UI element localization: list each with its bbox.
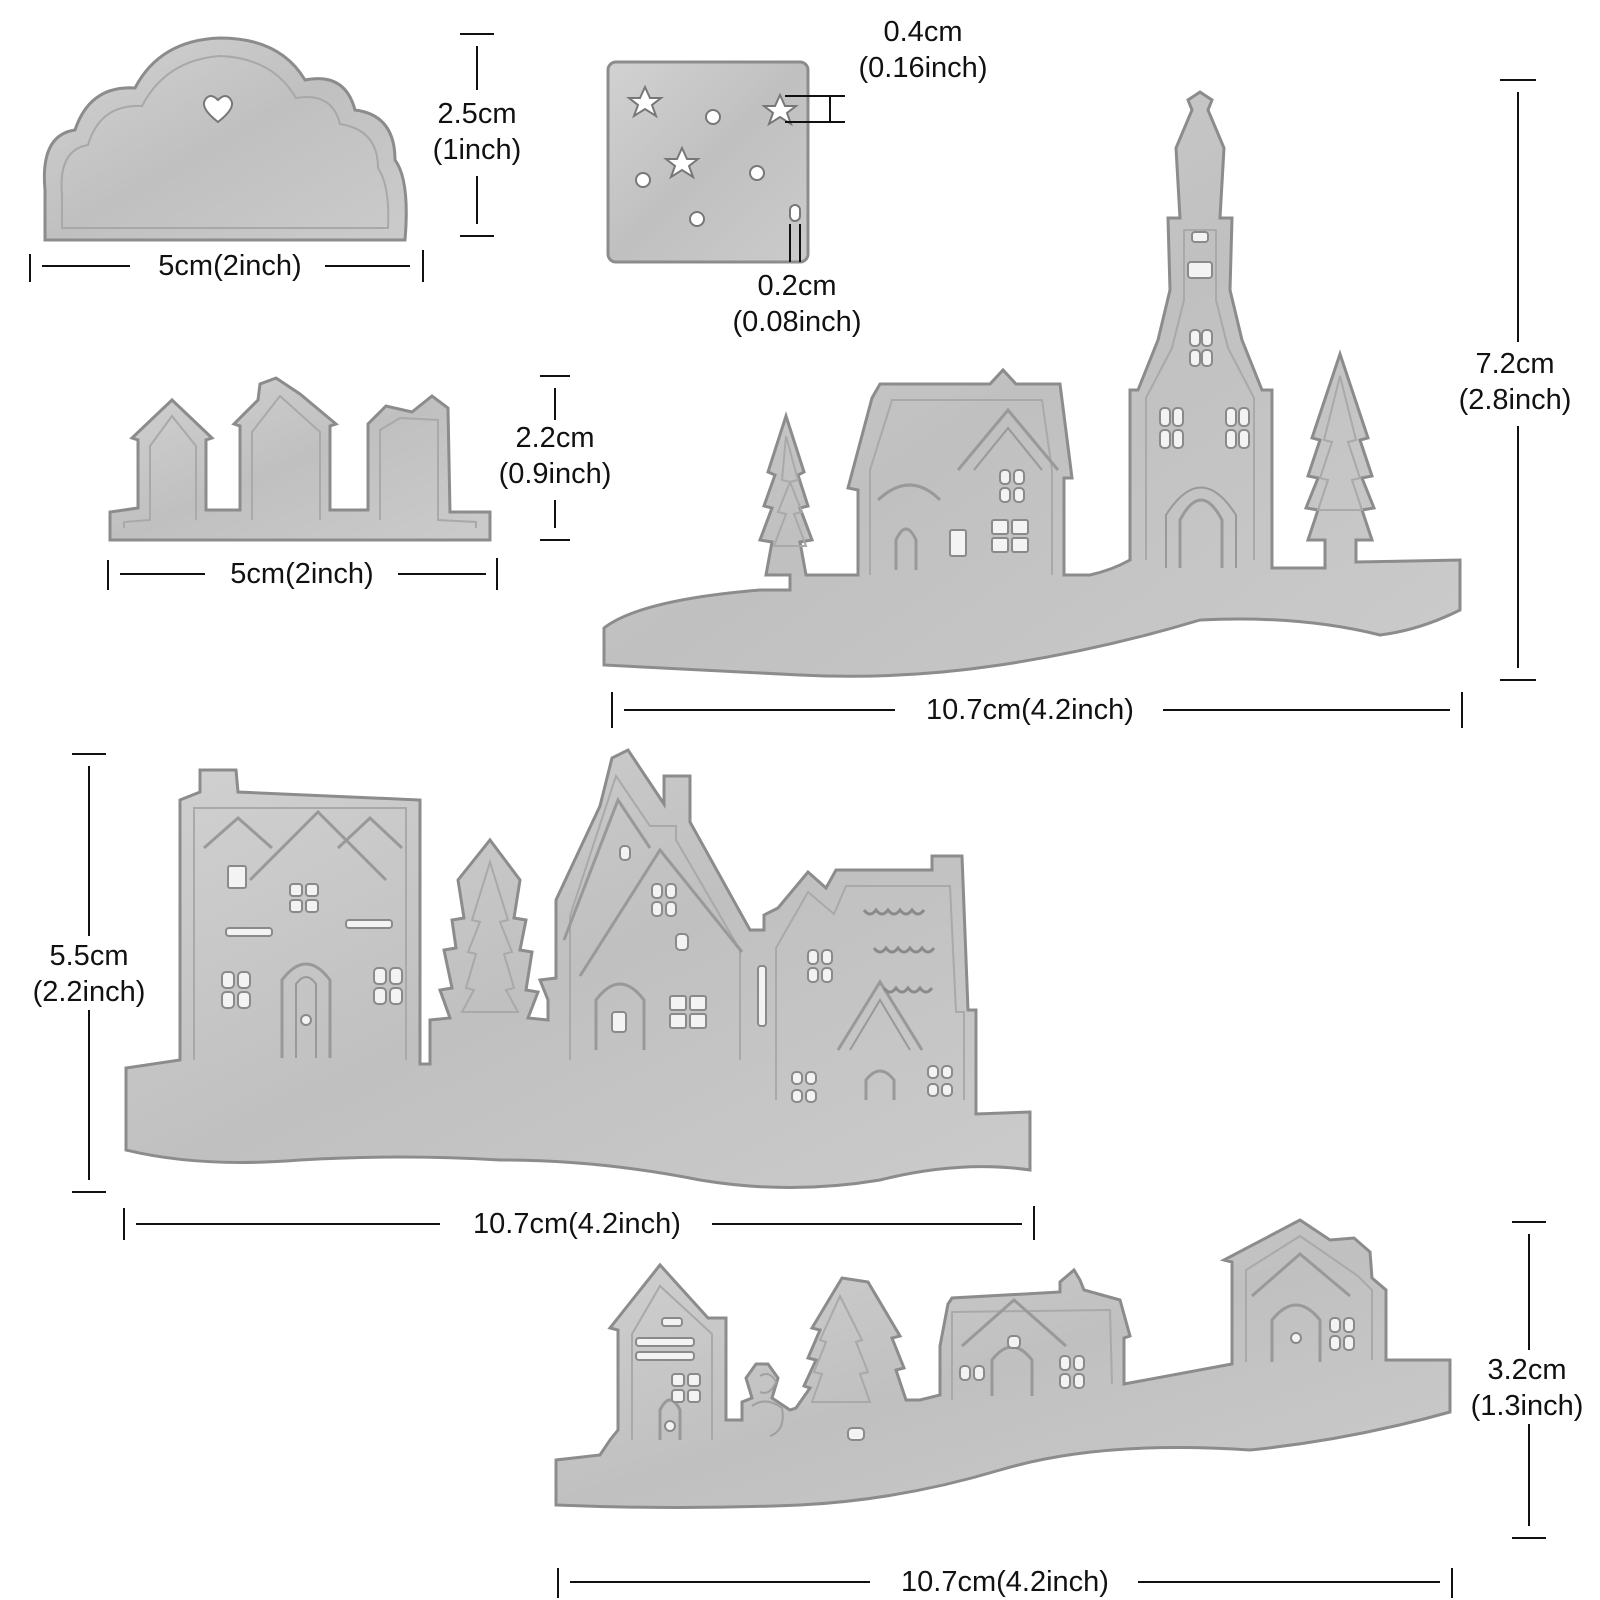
- church-village-die: [602, 90, 1462, 678]
- town-height-label: 5.5cm(2.2inch): [32, 940, 146, 1008]
- snowman-village-width-label: 10.7cm(4.2inch): [901, 1566, 1109, 1598]
- church-height-label: 7.2cm(2.8inch): [1458, 348, 1572, 416]
- cloud-width-label: 5cm(2inch): [158, 250, 302, 282]
- star-hole: [663, 145, 701, 180]
- star-hole-size-label: 0.4cm(0.16inch): [858, 16, 988, 84]
- slot-size-label: 0.2cm(0.08inch): [732, 270, 862, 338]
- cloud-tag-die: [42, 36, 408, 242]
- star-panel-die: [606, 60, 810, 264]
- small-houses-height-label: 2.2cm(0.9inch): [498, 422, 612, 490]
- town-width-label: 10.7cm(4.2inch): [473, 1208, 681, 1240]
- small-houses-width-label: 5cm(2inch): [230, 558, 374, 590]
- church-width-label: 10.7cm(4.2inch): [926, 694, 1134, 726]
- small-houses-die: [108, 376, 492, 542]
- snowman-village-die: [554, 1218, 1452, 1509]
- star-hole: [626, 84, 664, 119]
- snowman-village-height-label: 3.2cm(1.3inch): [1470, 1354, 1584, 1422]
- star-hole: [761, 92, 799, 127]
- cloud-height-label: 2.5cm(1inch): [432, 98, 522, 166]
- heart-hole: [202, 95, 234, 124]
- town-houses-die: [124, 748, 1032, 1189]
- dimension-lines: [29, 33, 1546, 1598]
